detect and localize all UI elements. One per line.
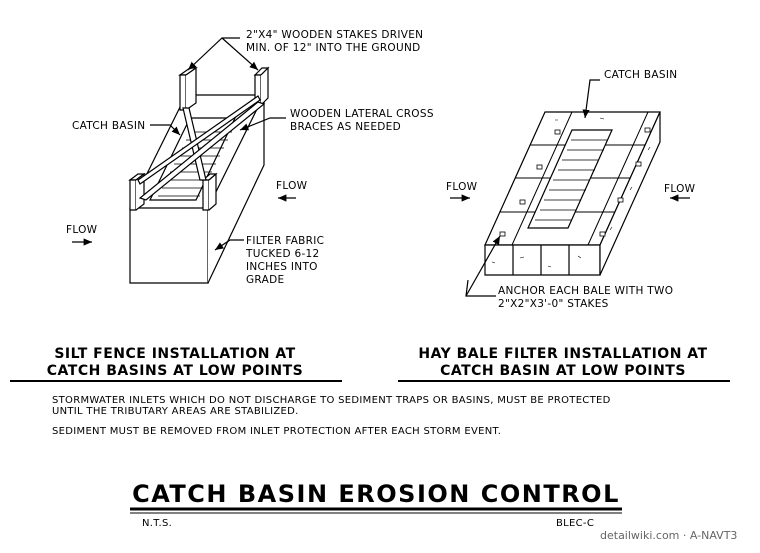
note-line-3: SEDIMENT MUST BE REMOVED FROM INLET PROT… — [52, 426, 501, 437]
note-line-2: UNTIL THE TRIBUTARY AREAS ARE STABILIZED… — [52, 406, 299, 417]
silt-fence-drawing — [128, 37, 286, 284]
anchor-callout-line1: ANCHOR EACH BALE WITH TWO — [498, 285, 673, 297]
silt-fence-heading-line2: CATCH BASINS AT LOW POINTS — [47, 363, 303, 379]
hay-bale-heading-line1: HAY BALE FILTER INSTALLATION AT — [418, 346, 707, 362]
anchor-callout-line2: 2"X2"X3'-0" STAKES — [498, 298, 609, 310]
stakes-callout-line1: 2"X4" WOODEN STAKES DRIVEN — [246, 29, 423, 41]
flow-label-right-drawing-left: FLOW — [446, 181, 478, 193]
fabric-callout-line4: GRADE — [246, 274, 284, 286]
hay-bale-heading-line2: CATCH BASIN AT LOW POINTS — [440, 363, 686, 379]
fabric-callout-line2: TUCKED 6-12 — [245, 248, 320, 260]
flow-label-left-drawing-right: FLOW — [276, 180, 308, 192]
note-line-1: STORMWATER INLETS WHICH DO NOT DISCHARGE… — [52, 395, 611, 406]
braces-callout-line2: BRACES AS NEEDED — [290, 121, 401, 133]
fabric-callout-line1: FILTER FABRIC — [246, 235, 324, 247]
silt-fence-heading-line1: SILT FENCE INSTALLATION AT — [54, 346, 295, 362]
braces-callout-line1: WOODEN LATERAL CROSS — [290, 108, 434, 120]
drawing-number: BLEC-C — [556, 518, 594, 529]
sheet-title: CATCH BASIN EROSION CONTROL — [132, 480, 620, 508]
fabric-callout-line3: INCHES INTO — [246, 261, 318, 273]
catch-basin-callout-right: CATCH BASIN — [604, 69, 677, 81]
catch-basin-callout-left: CATCH BASIN — [72, 120, 145, 132]
hay-bale-drawing — [484, 111, 661, 276]
stakes-callout-line2: MIN. OF 12" INTO THE GROUND — [246, 42, 421, 54]
flow-label-right-drawing-right: FLOW — [664, 183, 696, 195]
hay-bale-leaders — [465, 79, 600, 297]
flow-label-left-drawing-left: FLOW — [66, 224, 98, 236]
watermark-text: detailwiki.com · A-NAVT3 — [600, 529, 737, 542]
scale-label: N.T.S. — [142, 518, 172, 529]
